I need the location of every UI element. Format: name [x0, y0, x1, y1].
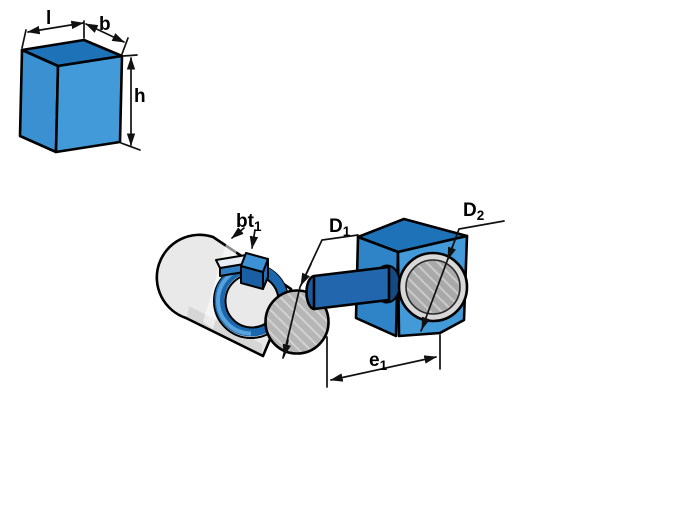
label-e1: e1 — [369, 350, 388, 373]
label-b: b — [99, 14, 111, 35]
label-d1: D1 — [329, 216, 351, 239]
key-block-front-face — [54, 54, 124, 154]
key-block-figure: l b h — [18, 8, 146, 154]
dimension-l: l — [21, 8, 85, 49]
key-top-face — [240, 252, 269, 273]
key-in-keyway — [215, 252, 269, 290]
annotation-bt1: bt1 — [231, 211, 262, 250]
shaft-figure — [155, 233, 330, 358]
dimension-h: h — [120, 54, 146, 151]
label-l: l — [46, 8, 51, 29]
label-d2: D2 — [463, 200, 484, 223]
label-h: h — [134, 86, 146, 107]
hub-bore — [397, 251, 469, 323]
annotation-d1: D1 — [282, 216, 359, 359]
coupling-shaft — [305, 265, 391, 311]
annotation-e1: e1 — [326, 334, 441, 388]
label-bt1: bt1 — [236, 211, 262, 234]
annotation-d2: D2 — [420, 200, 505, 332]
bore-hatching — [407, 261, 459, 313]
coupling-shaft-body — [312, 265, 391, 311]
dimension-b: b — [85, 14, 129, 55]
key-block-left-face — [18, 48, 60, 154]
